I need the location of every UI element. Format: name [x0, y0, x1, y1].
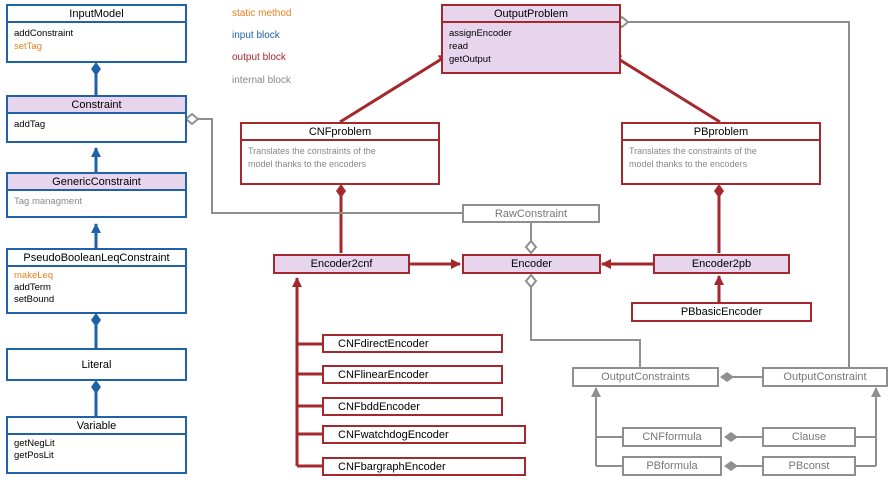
cnfbargraphencoder-title: CNFbargraphEncoder — [338, 460, 446, 473]
method-read: read — [449, 41, 469, 52]
inputmodel-title: InputModel — [8, 6, 185, 23]
cnfproblem-note-line1: Translates the constraints of the — [248, 146, 376, 156]
pseudobooleanleqconstraint-block: PseudoBooleanLeqConstraint makeLeq addTe… — [6, 248, 187, 314]
cnfproblem-title: CNFproblem — [242, 124, 438, 141]
outputconstraints-block: OutputConstraints — [572, 367, 719, 387]
constraint-title: Constraint — [8, 97, 185, 114]
diamond-cnfproblem — [336, 184, 346, 198]
outputproblem-title: OutputProblem — [443, 6, 619, 23]
inputmodel-block: InputModel addConstraint setTag — [6, 4, 187, 63]
cnflinearencoder-title: CNFlinearEncoder — [338, 368, 429, 381]
encoder2pb-block: Encoder2pb — [653, 254, 790, 274]
diamond-literal — [91, 380, 101, 394]
cnfwatchdogencoder-block: CNFwatchdogEncoder — [322, 425, 526, 444]
cnfformula-title: CNFformula — [642, 431, 702, 443]
cnfbddencoder-block: CNFbddEncoder — [322, 397, 503, 416]
encoder-block: Encoder — [462, 254, 601, 274]
method-makeleq: makeLeq — [14, 270, 54, 281]
literal-block: Literal — [6, 348, 187, 381]
legend-input-block: input block — [232, 30, 280, 41]
pbformula-block: PBformula — [622, 456, 722, 476]
encoder2cnf-block: Encoder2cnf — [273, 254, 410, 274]
outputproblem-block: OutputProblem assignEncoder read getOutp… — [441, 4, 621, 74]
pbproblem-title: PBproblem — [623, 124, 819, 141]
literal-title: Literal — [81, 358, 112, 371]
outputconstraint-block: OutputConstraint — [762, 367, 888, 387]
diamond-pseudoboolean — [91, 313, 101, 327]
cnflinearencoder-block: CNFlinearEncoder — [322, 365, 503, 384]
pbproblem-note-line1: Translates the constraints of the — [629, 146, 757, 156]
method-getneglit: getNegLit — [14, 438, 55, 449]
rawconstraint-title: RawConstraint — [494, 207, 568, 220]
rawconstraint-block: RawConstraint — [462, 204, 600, 223]
clause-title: Clause — [791, 431, 827, 443]
diamond-pbproblem — [714, 184, 724, 198]
variable-block: Variable getNegLit getPosLit — [6, 416, 187, 474]
pbconst-block: PBconst — [762, 456, 856, 476]
genericconstraint-title: GenericConstraint — [8, 174, 185, 191]
variable-title: Variable — [8, 418, 185, 435]
pseudobooleanleqconstraint-title: PseudoBooleanLeqConstraint — [8, 250, 185, 267]
diamond-cnfformula — [724, 432, 738, 442]
pbformula-title: PBformula — [646, 460, 698, 472]
encoder2pb-title: Encoder2pb — [691, 258, 752, 270]
pbbasicencoder-block: PBbasicEncoder — [631, 302, 812, 322]
method-settag: setTag — [14, 41, 42, 52]
method-addtag: addTag — [14, 119, 46, 130]
pbproblem-note-line2: model thanks to the encoders — [629, 159, 748, 169]
cnfformula-block: CNFformula — [622, 427, 722, 447]
method-getoutput: getOutput — [449, 54, 491, 65]
outputconstraints-title: OutputConstraints — [601, 371, 690, 383]
cnfbargraphencoder-block: CNFbargraphEncoder — [322, 457, 526, 476]
diamond-open-encoder-bottom — [524, 273, 538, 289]
legend-output-block: output block — [232, 52, 286, 63]
method-getposlit: getPosLit — [14, 450, 54, 461]
method-assignencoder: assignEncoder — [449, 28, 512, 39]
method-setbound: setBound — [14, 294, 55, 305]
constraint-block: Constraint addTag — [6, 95, 187, 143]
cnfbddencoder-title: CNFbddEncoder — [338, 400, 420, 413]
legend-static-method: static method — [232, 8, 292, 19]
encoder2cnf-title: Encoder2cnf — [310, 258, 373, 270]
cnfproblem-note-line2: model thanks to the encoders — [248, 159, 367, 169]
outputconstraint-title: OutputConstraint — [783, 371, 867, 383]
internal-connectors — [198, 21, 881, 467]
output-connectors — [292, 53, 724, 468]
method-addconstraint: addConstraint — [14, 28, 74, 39]
method-addterm: addTerm — [14, 282, 51, 293]
cnfwatchdogencoder-title: CNFwatchdogEncoder — [338, 428, 449, 441]
pbbasicencoder-title: PBbasicEncoder — [680, 306, 763, 318]
genericconstraint-block: GenericConstraint Tag managment — [6, 172, 187, 218]
clause-block: Clause — [762, 427, 856, 447]
legend-internal-block: internal block — [232, 75, 291, 86]
cnfproblem-block: CNFproblem Translates the constraints of… — [240, 122, 440, 185]
diamond-open-constraint — [184, 112, 200, 126]
note-tag-managment: Tag managment — [14, 196, 83, 207]
encoder-title: Encoder — [511, 258, 552, 270]
diamond-inputmodel — [91, 62, 101, 76]
diamond-open-encoder-top — [524, 239, 538, 255]
cnfdirectencoder-title: CNFdirectEncoder — [338, 337, 429, 350]
diamond-outputconstraints — [720, 372, 734, 382]
pbproblem-block: PBproblem Translates the constraints of … — [621, 122, 821, 185]
diamond-pbformula — [724, 461, 738, 471]
cnfdirectencoder-block: CNFdirectEncoder — [322, 334, 503, 353]
pbconst-title: PBconst — [788, 460, 830, 472]
